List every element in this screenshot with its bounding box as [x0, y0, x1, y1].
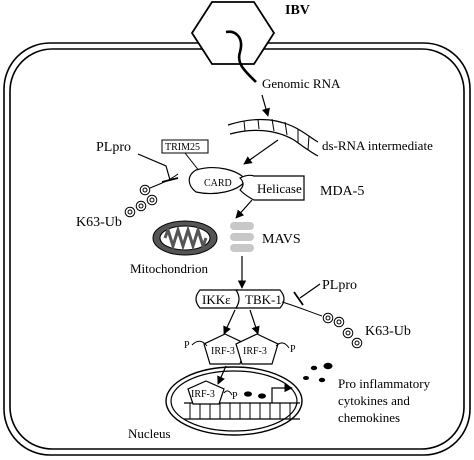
plpro-top-label: PLpro: [96, 140, 131, 155]
tbk1-shape: [234, 289, 285, 309]
phosphate-nucleus-label: P: [232, 391, 238, 402]
nucleus-outer-envelope: [165, 366, 303, 436]
helicase-domain: [238, 174, 305, 201]
plpro-right-label: PLpro: [322, 278, 357, 293]
k63-ub-chain-right: [281, 301, 363, 349]
mavs-label: MAVS: [262, 232, 301, 247]
irf3-right-pentagon: [235, 333, 279, 365]
nucleus-inner-envelope: [170, 370, 298, 432]
plpro-right-inhibition-line: [299, 283, 321, 299]
cytokines-line-3: chemokines: [338, 410, 400, 425]
irf3-nucleus-label: IRF-3: [191, 389, 215, 400]
phosphate-right-link: [275, 342, 290, 349]
k63-ub-left-label: K63-Ub: [76, 215, 122, 230]
ibv-label: IBV: [285, 3, 310, 18]
k63-ub-chain-left: [124, 173, 179, 218]
irf3-right-label: IRF-3: [243, 346, 267, 357]
arrow-tbk1-to-irf3-right: [249, 309, 260, 335]
plpro-top-inhibition-line: [137, 153, 171, 181]
card-label: CARD: [204, 178, 232, 189]
transcription-start-arrow: [271, 383, 293, 403]
cytokine-particles: [244, 362, 333, 399]
plpro-right-inhibition-bar: [293, 291, 304, 306]
mavs-complex: [230, 222, 254, 252]
irf3-left-label: IRF-3: [211, 346, 235, 357]
arrow-irf3-to-nucleus: [217, 365, 227, 385]
phosphate-left-label: P: [184, 340, 190, 351]
k63-ub-right-label: K63-Ub: [365, 324, 411, 339]
cytokines-line-2: cytokines and: [338, 393, 410, 408]
arrow-mda5-to-mavs: [235, 199, 253, 219]
trim25-label: TRIM25: [165, 142, 200, 153]
phosphate-left-link: [191, 340, 208, 347]
trim25-connector: [184, 152, 201, 173]
dna-ladder: [184, 402, 300, 420]
mda5-label: MDA-5: [320, 184, 364, 199]
mitochondrion: [152, 220, 218, 256]
ds-rna-intermediate: [227, 118, 319, 157]
ikk-epsilon-label: IKKε: [202, 292, 231, 307]
ds-rna-label: ds-RNA intermediate: [322, 138, 433, 153]
helicase-label: Helicase: [257, 181, 302, 196]
cytokines-line-1: Pro inflammatory: [338, 376, 431, 391]
tbk1-label: TBK-1: [245, 292, 282, 307]
arrow-dsrna-to-mda5: [243, 139, 279, 165]
arrow-rna-to-dsrna: [261, 94, 270, 117]
arrow-tbk1-to-irf3-left: [223, 309, 236, 335]
mitochondrion-label: Mitochondrion: [130, 261, 208, 276]
nucleus-label: Nucleus: [128, 426, 171, 441]
genomic-rna-strand: [225, 30, 257, 83]
card-domain: [188, 167, 247, 195]
irf3-nucleus-pentagon: [187, 380, 225, 405]
phosphate-nucleus-link: [223, 390, 233, 396]
genomic-rna-label: Genomic RNA: [262, 76, 341, 91]
phosphate-right-label: P: [290, 344, 296, 355]
